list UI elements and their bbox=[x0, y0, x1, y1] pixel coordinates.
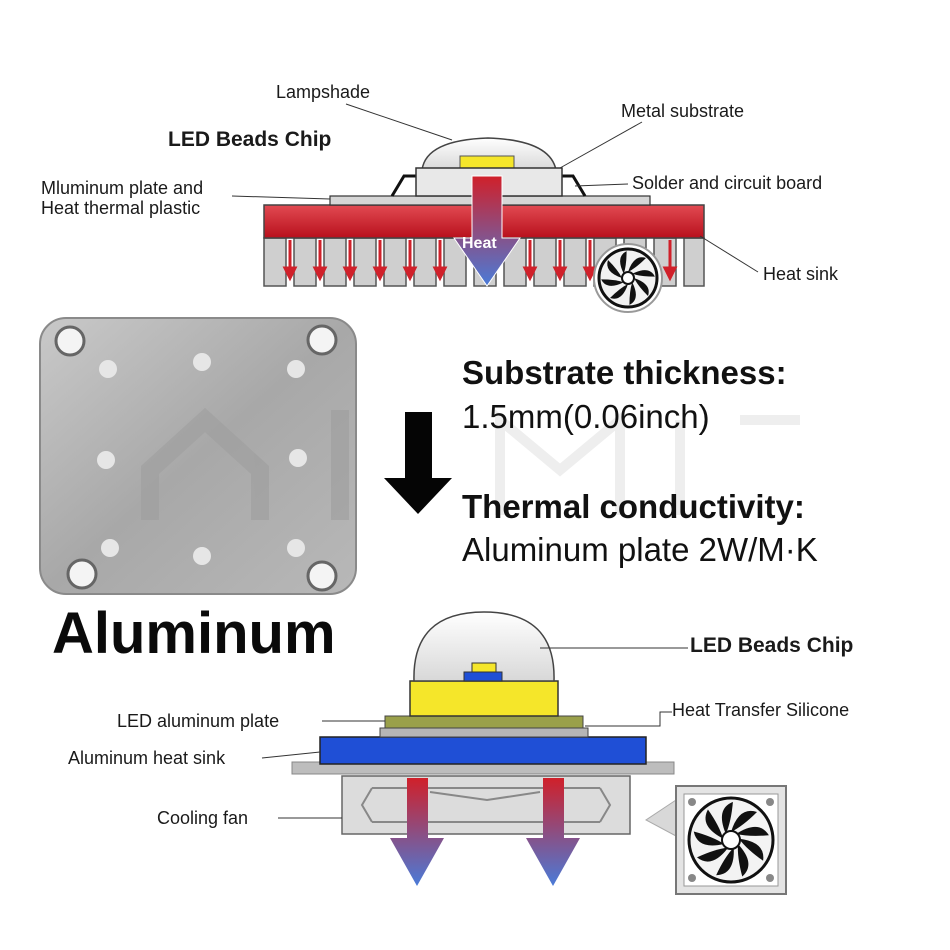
bottom-cross-section bbox=[261, 611, 787, 895]
fan-callout-pointer bbox=[645, 799, 677, 837]
down-arrow-icon bbox=[384, 412, 452, 514]
label-heat-sink: Heat sink bbox=[763, 264, 839, 284]
label-cooling-fan: Cooling fan bbox=[157, 808, 249, 828]
bottom-diagram-title: LED Beads Chip bbox=[690, 634, 854, 657]
inner-chip-blue bbox=[463, 671, 503, 682]
label-solder: Solder and circuit board bbox=[632, 173, 823, 193]
fan-photo bbox=[675, 785, 787, 895]
heat-transfer-silicone bbox=[379, 727, 589, 738]
substrate-thickness-title: Substrate thickness: bbox=[462, 354, 787, 391]
label-aluminum-heat-sink: Aluminum heat sink bbox=[68, 748, 226, 768]
plate-logo-mark bbox=[141, 407, 349, 520]
solder-leg-right bbox=[560, 174, 587, 197]
bottom-leader-lines bbox=[261, 647, 688, 819]
led-chip bbox=[459, 155, 515, 169]
top-cross-section bbox=[231, 103, 759, 313]
material-label: Aluminum bbox=[52, 601, 336, 666]
label-lampshade: Lampshade bbox=[276, 82, 371, 102]
background-watermark bbox=[495, 409, 800, 515]
top-diagram-title: LED Beads Chip bbox=[168, 128, 332, 151]
cooling-arrow-right bbox=[526, 778, 580, 886]
solder-leg-left bbox=[390, 174, 418, 197]
label-metal-substrate: Metal substrate bbox=[621, 101, 745, 121]
led-chip-base bbox=[409, 680, 559, 717]
top-leader-lines bbox=[231, 103, 759, 273]
thermal-conductivity-value: Aluminum plate 2W/M·K bbox=[462, 531, 818, 568]
substrate-thickness-value: 1.5mm(0.06inch) bbox=[462, 398, 710, 435]
cooling-arrow-left bbox=[390, 778, 444, 886]
led-aluminum-plate bbox=[384, 715, 584, 729]
label-led-aluminum-plate: LED aluminum plate bbox=[117, 711, 280, 731]
plate-holes bbox=[54, 324, 338, 592]
heat-arrow bbox=[453, 175, 521, 287]
lampshade-dome bbox=[421, 137, 557, 171]
fan-icon bbox=[593, 243, 663, 313]
led-dome bbox=[413, 611, 555, 682]
cooling-fan-housing bbox=[341, 775, 631, 835]
inner-chip-yellow bbox=[471, 662, 497, 673]
label-aluminum-plate-line1: Mluminum plate and bbox=[41, 178, 204, 198]
aluminum-heat-sink bbox=[319, 736, 647, 765]
fin-heat-arrows bbox=[282, 240, 678, 282]
label-heat: Heat bbox=[462, 235, 497, 252]
label-heat-transfer-silicone: Heat Transfer Silicone bbox=[672, 700, 850, 720]
label-aluminum-plate-line2: Heat thermal plastic bbox=[41, 198, 201, 218]
aluminum-plate-photo bbox=[39, 317, 357, 595]
thermal-conductivity-title: Thermal conductivity: bbox=[462, 488, 805, 525]
